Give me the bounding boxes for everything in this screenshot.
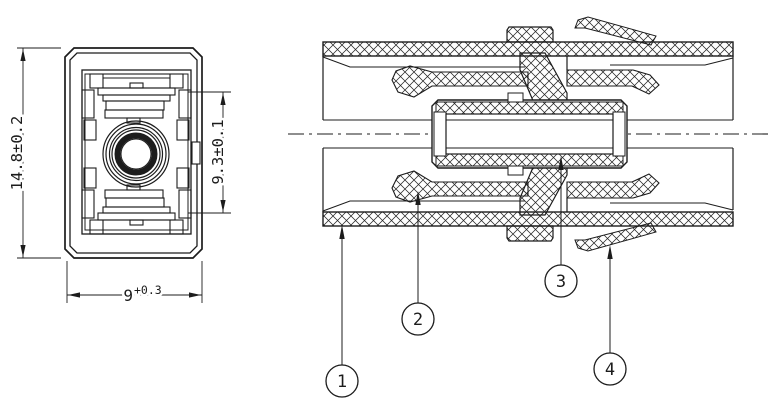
adapter-inner-outline — [69, 52, 198, 254]
callout-1-label: 1 — [337, 372, 347, 392]
front-view — [64, 47, 203, 259]
callout-2: 2 — [401, 191, 435, 336]
retaining-clips — [574, 16, 657, 252]
sleeve-holder — [431, 92, 628, 176]
split-sleeve — [445, 113, 614, 155]
callout-1: 1 — [325, 225, 359, 398]
callouts: 1 2 3 4 — [325, 156, 627, 398]
width-value-label: 9 — [123, 286, 133, 305]
callout-3: 3 — [544, 156, 578, 298]
callout-4-label: 4 — [605, 360, 615, 380]
latch-arms — [391, 65, 660, 203]
top-latch-bracket — [89, 73, 184, 124]
dimension-width: 9 +0.3 — [66, 261, 203, 308]
overall-height-label: 14.8±0.2 — [8, 116, 26, 191]
sleeve-bore-circles — [102, 120, 170, 188]
mounting-flange — [506, 26, 568, 242]
ferrule-ring — [114, 132, 158, 176]
callout-4: 4 — [593, 245, 627, 386]
housing-shell — [322, 41, 734, 227]
dimension-overall-height: 14.8±0.2 — [6, 47, 61, 259]
width-tolerance-label: +0.3 — [134, 283, 162, 297]
callout-3-label: 3 — [556, 272, 566, 292]
side-tabs — [81, 89, 201, 219]
adapter-outer-outline — [64, 47, 203, 259]
inner-height-label: 9.3±0.1 — [209, 119, 227, 184]
callout-2-label: 2 — [413, 310, 423, 330]
bottom-latch-bracket — [89, 184, 184, 235]
dimension-inner-height: 9.3±0.1 — [188, 91, 231, 214]
section-view — [288, 16, 772, 252]
